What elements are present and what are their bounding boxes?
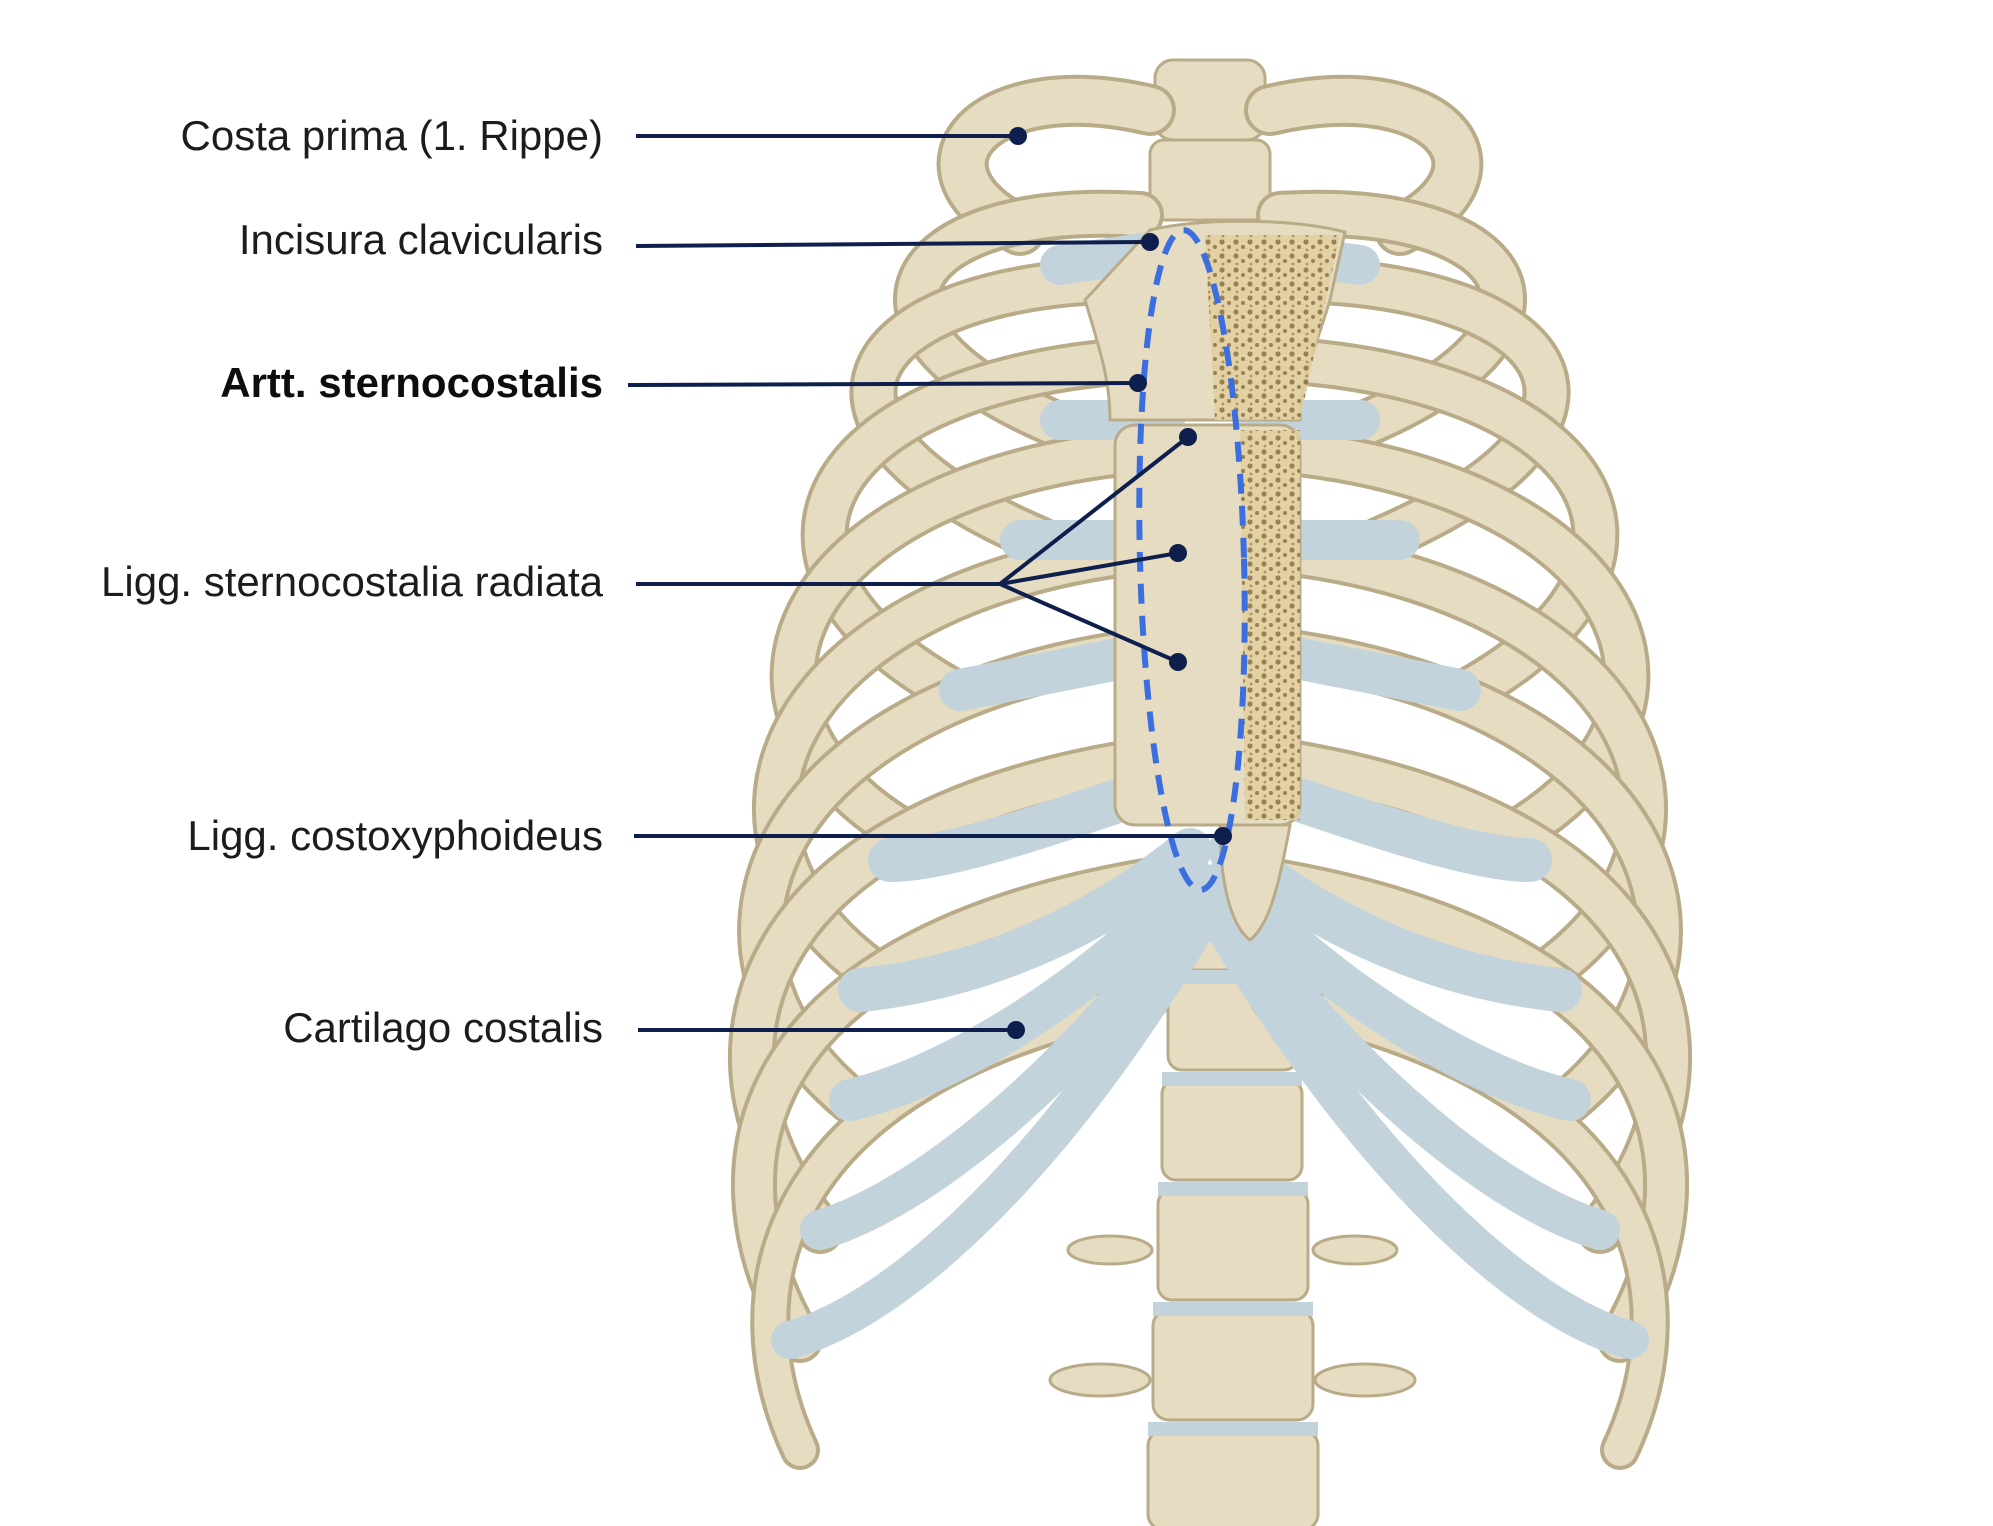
leader-dot-ligg-radiata-b: [1169, 544, 1187, 562]
label-costa-prima: Costa prima (1. Rippe): [180, 112, 603, 159]
vertebral-column: [1048, 58, 1417, 1526]
leader-line-ligg-radiata-b: [999, 551, 1179, 586]
leader-dot-incisura-clavicularis: [1141, 233, 1159, 251]
leader-dot-ligg-radiata-a: [1179, 428, 1197, 446]
leader-dot-costa-prima: [1009, 127, 1027, 145]
label-incisura-clavicularis: Incisura clavicularis: [238, 216, 603, 263]
label-ligg-costoxyphoideus: Ligg. costoxyphoideus: [187, 812, 603, 859]
ribs-right: [1244, 74, 1692, 1470]
leader-line-ligg-radiata-c: [999, 582, 1179, 664]
leader-line-ligg-radiata-a: [998, 435, 1190, 586]
leader-dot-ligg-radiata-c: [1169, 653, 1187, 671]
label-artt-sternocostalis: Artt. sternocostalis: [220, 359, 603, 406]
label-cartilago-costalis: Cartilago costalis: [283, 1004, 603, 1051]
label-ligg-sternocostalia-radiata: Ligg. sternocostalia radiata: [101, 558, 603, 605]
leader-line-incisura-clavicularis: [635, 240, 1151, 248]
leader-lines: [627, 134, 1223, 1032]
sternum: [1083, 219, 1347, 942]
leader-dot-ligg-costoxyphoideus: [1214, 827, 1232, 845]
leader-dot-cartilago-costalis: [1007, 1021, 1025, 1039]
leader-line-artt-sternocostalis: [627, 381, 1139, 387]
leader-dots: [1007, 127, 1232, 1039]
leader-dot-artt-sternocostalis: [1129, 374, 1147, 392]
